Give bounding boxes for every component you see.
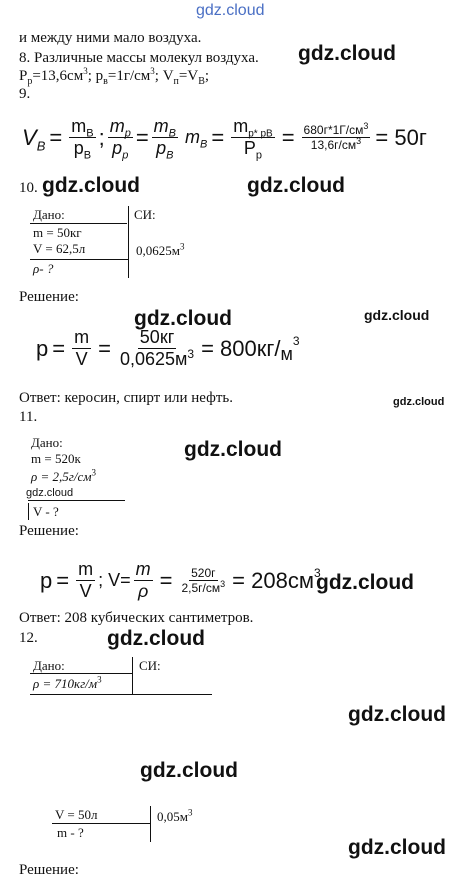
divider (28, 500, 125, 501)
si-volume: 0,05м3 (157, 807, 193, 824)
task8-header: 8. Различные массы молекул воздуха. (19, 50, 259, 66)
divider (28, 503, 29, 520)
task11-number: 11. (19, 409, 38, 425)
find-density: ρ- ? (33, 261, 54, 276)
task12-number: 12. (19, 630, 38, 646)
watermark: gdz.cloud (107, 627, 205, 650)
formula-vb: VB (22, 124, 46, 153)
formula-fraction: mp* pB Pp (231, 116, 275, 162)
answer: Ответ: 208 кубических сантиметров. (19, 610, 254, 626)
si-title: СИ: (134, 207, 156, 222)
divider (150, 806, 151, 842)
watermark-top: gdz.cloud (196, 2, 265, 19)
task10-number: 10. (19, 180, 38, 196)
watermark: gdz.cloud (140, 759, 238, 782)
watermark: gdz.cloud (364, 307, 430, 323)
given-volume: V = 62,5л (33, 241, 86, 256)
divider (52, 823, 150, 824)
given-title: Дано: (33, 658, 65, 673)
watermark: gdz.cloud (298, 42, 396, 65)
intro-line: и между ними мало воздуха. (19, 30, 202, 46)
divider (30, 694, 212, 695)
divider (132, 657, 133, 695)
watermark: gdz.cloud (42, 174, 140, 197)
divider (30, 673, 132, 674)
solution-label: Решение: (19, 523, 79, 539)
task9-number: 9. (19, 86, 31, 102)
given-volume: V = 50л (55, 807, 98, 822)
formula-fraction: mB pB (69, 116, 96, 162)
watermark: gdz.cloud (348, 836, 446, 859)
formula-fraction: 680г*1Г/см3 13,6г/см3 (301, 121, 371, 152)
given-mass: m = 520к (31, 451, 81, 466)
watermark: gdz.cloud (247, 174, 345, 197)
formula-fraction: mp pp (107, 116, 133, 162)
given-title: Дано: (31, 435, 63, 450)
find-volume: V - ? (33, 504, 59, 519)
watermark: gdz.cloud (316, 571, 414, 594)
watermark: gdz.cloud (26, 487, 74, 499)
solution-label: Решение: (19, 289, 79, 305)
formula-fraction: mB pB (151, 116, 179, 162)
solution-label: Решение: (19, 862, 79, 878)
watermark: gdz.cloud (134, 307, 232, 330)
watermark: gdz.cloud (393, 396, 445, 408)
divider (128, 206, 129, 278)
given-density: ρ = 2,5г/см3 (31, 467, 97, 484)
given-density: ρ = 710кг/м3 (33, 674, 102, 691)
given-title: Дано: (33, 207, 65, 222)
divider (30, 223, 127, 224)
find-mass: m - ? (57, 825, 84, 840)
given-mass: m = 50кг (33, 225, 82, 240)
watermark: gdz.cloud (184, 438, 282, 461)
task9-formula: VB = mB pB ; mp pp = mB pB mB = mp* pB P… (22, 116, 427, 162)
task8-given: Pр=13,6см3; pв=1г/см3; Vп=VВ; (19, 66, 210, 87)
si-volume: 0,0625м3 (136, 241, 185, 258)
si-title: СИ: (139, 658, 161, 673)
divider (30, 259, 129, 260)
watermark: gdz.cloud (348, 703, 446, 726)
answer: Ответ: керосин, спирт или нефть. (19, 390, 234, 406)
